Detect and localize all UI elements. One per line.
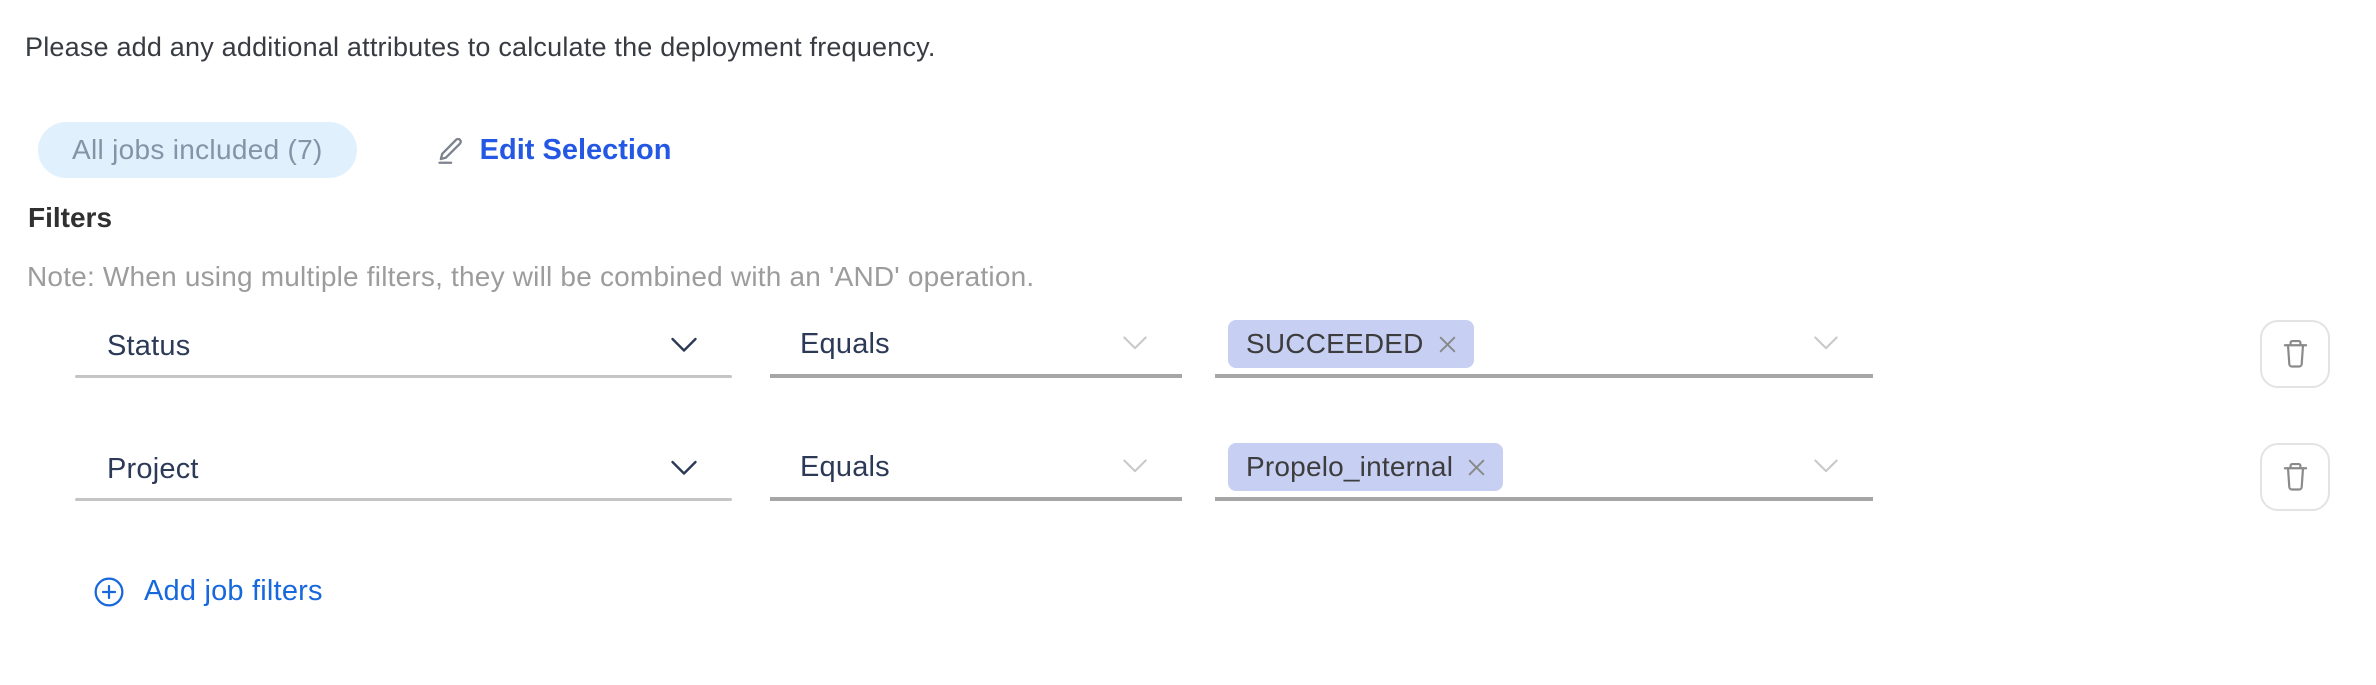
remove-value-button[interactable] — [1437, 334, 1458, 355]
chevron-down-icon — [1122, 335, 1148, 351]
x-cross-icon — [1437, 334, 1458, 355]
value-tag-label: Propelo_internal — [1246, 451, 1454, 482]
plus-circle-icon — [93, 576, 125, 608]
chevron-down-icon — [1813, 458, 1839, 474]
add-job-filters-label: Add job filters — [144, 575, 323, 607]
trash-icon — [2280, 337, 2311, 371]
filter-row: Project Equals Propelo_internal — [75, 437, 2330, 511]
chevron-down-icon — [670, 336, 698, 353]
operator-select[interactable]: Equals — [770, 314, 1182, 378]
attribute-select-value: Project — [107, 452, 199, 485]
chevron-down-icon — [1122, 458, 1148, 474]
edit-selection-button[interactable]: Edit Selection — [435, 133, 672, 167]
value-tag: SUCCEEDED — [1228, 320, 1474, 368]
delete-filter-button[interactable] — [2260, 320, 2330, 388]
trash-icon — [2280, 460, 2311, 494]
jobs-included-badge: All jobs included (7) — [38, 122, 357, 178]
delete-filter-button[interactable] — [2260, 443, 2330, 511]
x-cross-icon — [1466, 457, 1487, 478]
value-tag: Propelo_internal — [1228, 443, 1504, 491]
filter-row: Status Equals SUCCEEDED — [75, 314, 2330, 388]
operator-select[interactable]: Equals — [770, 437, 1182, 501]
job-selection-row: All jobs included (7) Edit Selection — [38, 122, 2376, 178]
operator-select-value: Equals — [800, 450, 890, 483]
attribute-select[interactable]: Status — [75, 314, 732, 378]
deployment-frequency-panel: Please add any additional attributes to … — [0, 31, 2376, 685]
filters-note: Note: When using multiple filters, they … — [27, 261, 1035, 292]
filters-heading: Filters — [28, 202, 113, 233]
edit-pencil-icon — [435, 135, 466, 166]
value-multiselect[interactable]: Propelo_internal — [1215, 437, 1873, 501]
chevron-down-icon — [670, 459, 698, 476]
chevron-down-icon — [1813, 335, 1839, 351]
remove-value-button[interactable] — [1466, 457, 1487, 478]
add-job-filters-button[interactable]: Add job filters — [93, 575, 323, 608]
operator-select-value: Equals — [800, 327, 890, 360]
value-tag-label: SUCCEEDED — [1246, 328, 1424, 359]
attribute-select[interactable]: Project — [75, 437, 732, 501]
instruction-text: Please add any additional attributes to … — [25, 32, 936, 62]
attribute-select-value: Status — [107, 329, 191, 362]
edit-selection-label: Edit Selection — [479, 133, 672, 166]
value-multiselect[interactable]: SUCCEEDED — [1215, 314, 1873, 378]
